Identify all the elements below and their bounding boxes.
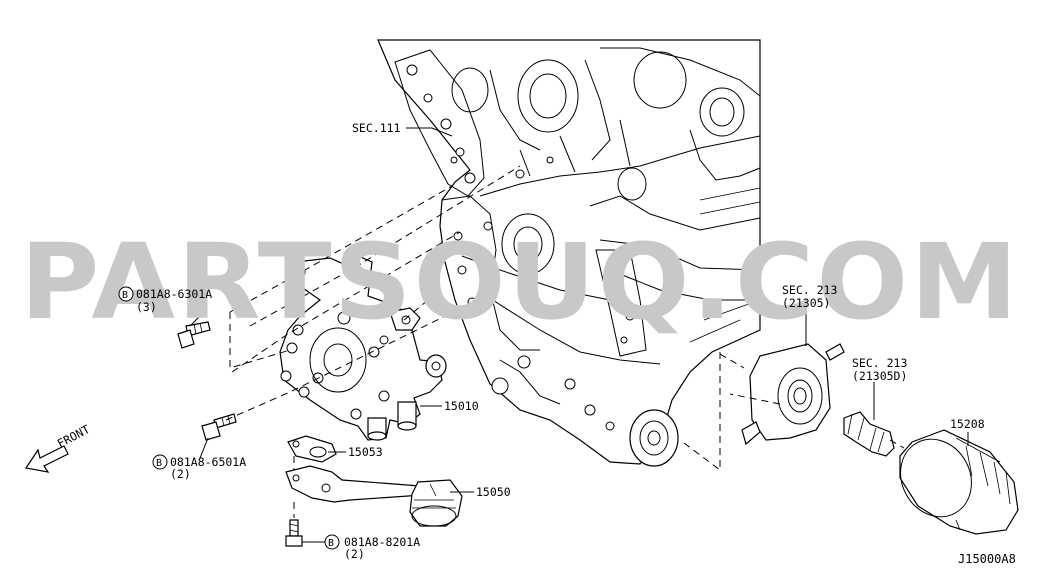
sec-213-connector-label[interactable]: SEC. 213 xyxy=(852,356,907,370)
connector-bolt-drawing xyxy=(843,411,895,457)
bolt-qty: (3) xyxy=(136,300,157,314)
bolt-badge: B xyxy=(328,538,334,549)
oil-pump-drawing xyxy=(279,255,447,441)
bolt-6301a-drawing xyxy=(177,321,211,349)
bolt-code: 081A8-8201A xyxy=(344,535,420,549)
part-label-15053[interactable]: 15053 xyxy=(348,445,383,459)
front-label: FRONT xyxy=(55,422,92,451)
bolt-code: 081A8-6301A xyxy=(136,287,212,301)
strainer-gasket-drawing xyxy=(287,435,337,463)
watermark: PARTSOUQ.COM xyxy=(20,221,1020,343)
bolt-badge: B xyxy=(156,458,162,469)
engine-block-drawing xyxy=(377,39,761,467)
bolt-callout-6301a[interactable]: B 081A8-6301A (3) xyxy=(118,286,212,314)
bolt-8201a-drawing xyxy=(285,519,303,547)
bolt-callout-6501a[interactable]: B 081A8-6501A (2) xyxy=(152,454,246,481)
bolt-callout-8201a[interactable]: B 081A8-8201A (2) xyxy=(324,534,420,561)
bolt-code: 081A8-6501A xyxy=(170,455,246,469)
part-label-15010[interactable]: 15010 xyxy=(444,399,479,413)
oil-filter-drawing xyxy=(899,429,1019,535)
part-label-15050[interactable]: 15050 xyxy=(476,485,511,499)
oil-cooler-drawing xyxy=(741,343,845,446)
leader-lines xyxy=(189,127,969,543)
bolt-qty: (2) xyxy=(170,467,191,481)
sec-213-connector-ref: (21305D) xyxy=(852,369,907,383)
sec-213-oil-cooler-label[interactable]: SEC. 213 xyxy=(782,283,837,297)
assembly-lines xyxy=(225,165,905,518)
front-arrow-icon xyxy=(24,445,69,473)
oil-strainer-drawing xyxy=(285,465,463,527)
part-label-15208[interactable]: 15208 xyxy=(950,417,985,431)
sec-111-label[interactable]: SEC.111 xyxy=(352,121,401,135)
bolt-badge: B xyxy=(122,290,128,301)
sec-213-oil-cooler-ref: (21305) xyxy=(782,296,830,310)
bolt-qty: (2) xyxy=(344,547,365,561)
diagram-code: J15000A8 xyxy=(958,552,1016,566)
